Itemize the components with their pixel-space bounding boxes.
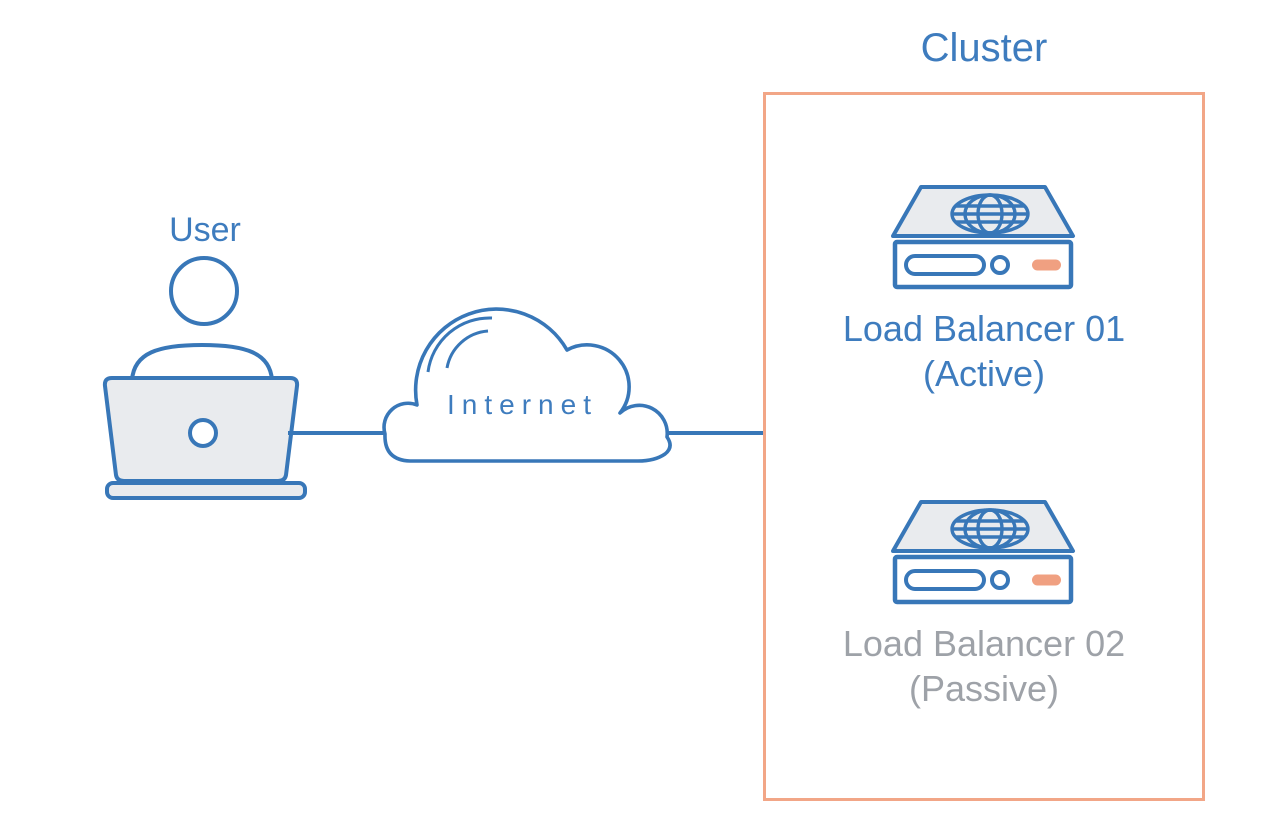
load-balancer-2-icon [890,499,1076,605]
internet-label: Internet [447,389,598,420]
person-at-laptop-icon [102,256,307,500]
load-balancer-2-name: Load Balancer 02 [842,623,1126,664]
internet-cloud-icon [382,307,672,463]
load-balancer-1-name: Load Balancer 01 [842,308,1126,349]
user-label: User [169,211,241,249]
cluster-title: Cluster [920,26,1048,70]
cluster-boundary [763,92,1205,801]
connector-internet-cluster [648,431,763,435]
connector-user-internet [288,431,395,435]
load-balancer-1-status: (Active) [922,353,1045,394]
load-balancer-2-status: (Passive) [908,668,1060,709]
load-balancer-1-label: Load Balancer 01 (Active) [773,306,1195,396]
load-balancer-1-icon [890,184,1076,290]
load-balancer-2-label: Load Balancer 02 (Passive) [773,621,1195,711]
